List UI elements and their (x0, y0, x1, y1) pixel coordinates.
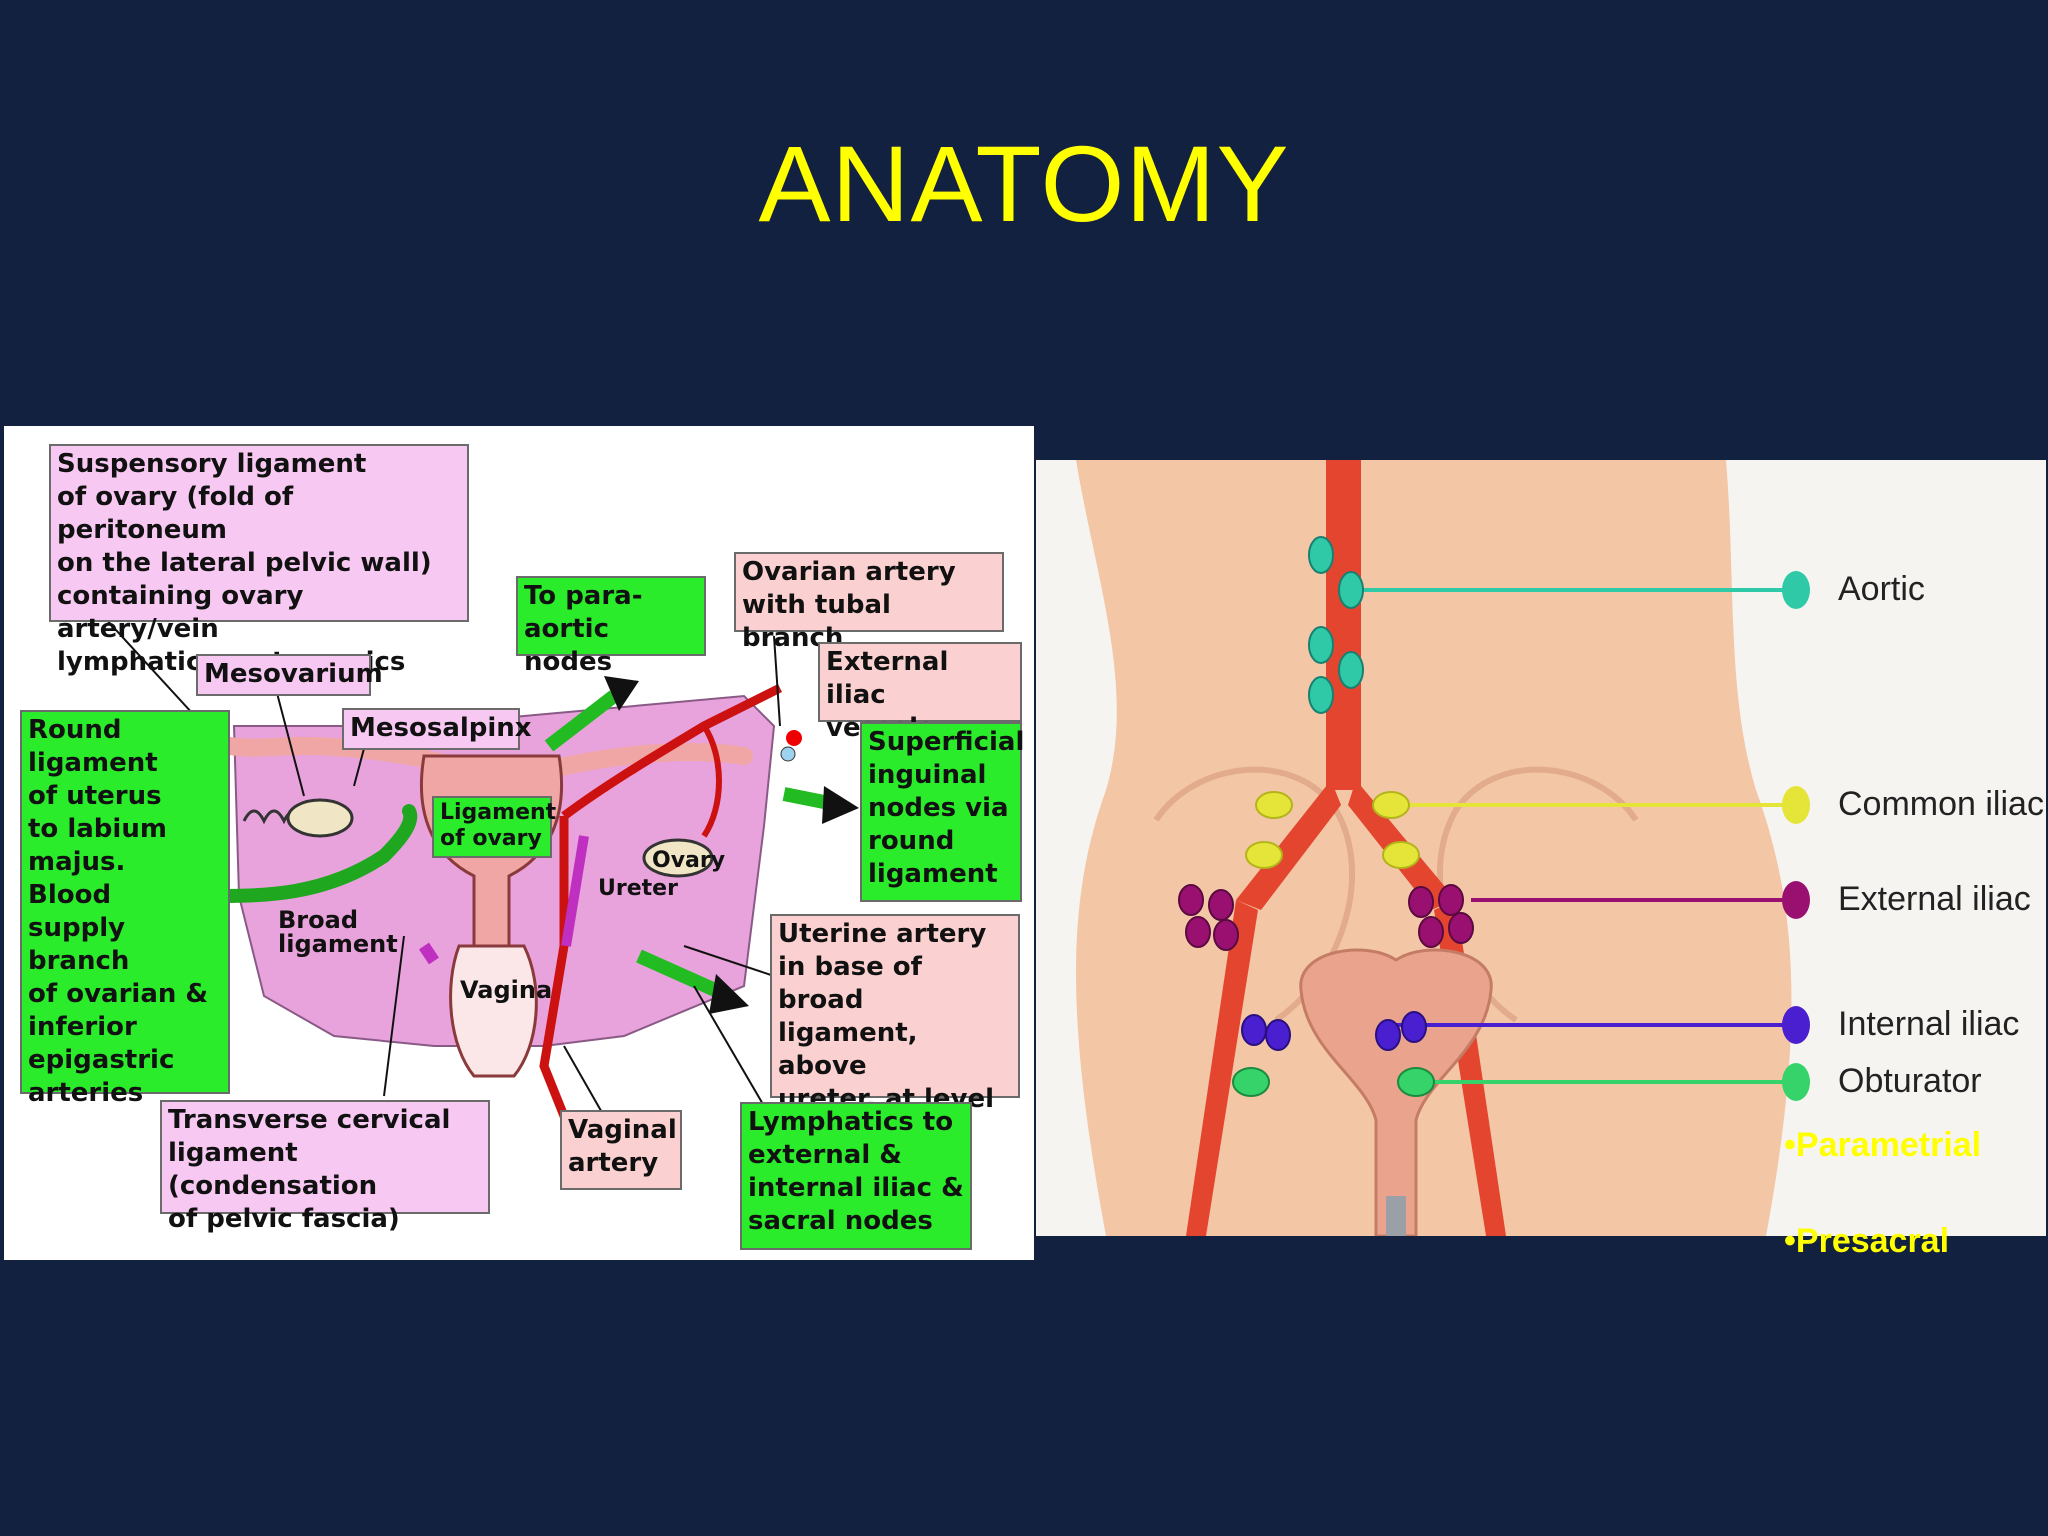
bullet-parametrial: •Parametrial (1784, 1126, 1982, 1164)
external-iliac-nodes (1178, 884, 1474, 951)
uterine-artery-vessel (539, 816, 569, 1118)
internal-iliac-node (1241, 1014, 1267, 1046)
aortic-node (1338, 571, 1364, 609)
internal-iliac-node (1375, 1019, 1401, 1051)
aortic-node (1308, 536, 1334, 574)
pointer-vaginal-artery (563, 1045, 605, 1117)
female-pelvic-anatomy-diagram: Suspensory ligament of ovary (fold of pe… (4, 426, 1034, 1260)
label-ovarian-artery: Ovarian artery with tubal branch (734, 552, 1004, 653)
torso-silhouette (1076, 460, 1792, 1236)
external-iliac-node (1178, 884, 1204, 916)
ureter-vessel (561, 835, 589, 947)
aortic-legend-node (1782, 571, 1810, 609)
uterus-illustration (1299, 948, 1493, 1236)
lymphatics-arrowhead (709, 974, 749, 1014)
external-iliac-node (1213, 919, 1239, 951)
pointer-uterine-artery (683, 945, 775, 977)
label-external-iliac-vessels: External iliac vessels (818, 642, 1022, 743)
aortic-node (1308, 676, 1334, 714)
aortic-node (1308, 626, 1334, 664)
slide-title: ANATOMY (758, 123, 1290, 244)
external-iliac-node (1208, 889, 1234, 921)
internal-iliac-node (1401, 1011, 1427, 1043)
internal-iliac-node (1265, 1019, 1291, 1051)
common-iliac-node (1255, 791, 1293, 819)
pointer-lymphatics (693, 985, 765, 1107)
para-aortic-arrowhead (604, 676, 639, 711)
left-external-iliac (1186, 900, 1258, 1236)
ureter-stub (419, 942, 439, 965)
label-broad-ligament: Broad ligament (278, 906, 398, 958)
label-transverse-cervical-ligament: Transverse cervical ligament (condensati… (160, 1100, 490, 1234)
left-common-iliac (1236, 780, 1341, 910)
aortic-nodes (1308, 536, 1364, 714)
label-ovary: Ovary (652, 848, 726, 873)
label-external-iliac: External iliac (1838, 880, 2031, 918)
common-iliac-legend-node (1782, 786, 1810, 824)
cervix (449, 944, 538, 1078)
right-ovary (642, 838, 714, 878)
pointer-transverse-cervical (383, 935, 405, 1097)
external-iliac-node (1448, 912, 1474, 944)
internal-iliac-legend-node (1782, 1006, 1810, 1044)
label-ureter: Ureter (598, 876, 678, 901)
pointer-suspensory (93, 605, 205, 727)
aorta (1326, 460, 1361, 790)
label-lymphatics: Lymphatics to external & internal iliac … (740, 1102, 972, 1250)
ovarian-artery-vessel (561, 683, 783, 820)
label-mesosalpinx: Mesosalpinx (342, 708, 532, 750)
lymphatics-arrow (636, 949, 727, 1001)
label-vaginal-artery: Vaginal artery (560, 1110, 682, 1190)
left-ovary (286, 798, 354, 838)
label-aortic: Aortic (1838, 570, 1925, 608)
common-iliac-nodes (1245, 791, 1420, 869)
inguinal-arrowhead (822, 786, 859, 824)
obturator-nodes (1232, 1067, 1435, 1097)
aortic-node (1338, 651, 1364, 689)
lymph-node-illustration (1076, 460, 1810, 1236)
label-suspensory-ligament: Suspensory ligament of ovary (fold of pe… (49, 444, 469, 677)
common-iliac-node (1245, 841, 1283, 869)
internal-iliac-nodes (1241, 1011, 1427, 1051)
common-iliac-node (1382, 841, 1420, 869)
para-aortic-arrow (544, 690, 619, 752)
common-iliac-node (1372, 791, 1410, 819)
label-ligament-of-ovary: Ligament of ovary (432, 796, 556, 858)
round-ligament (205, 804, 418, 903)
external-iliac-node (1438, 884, 1464, 916)
instrument-tip (1386, 1196, 1406, 1236)
external-iliac-node (1418, 916, 1444, 948)
obturator-node (1397, 1067, 1435, 1097)
label-obturator: Obturator (1838, 1062, 1982, 1100)
tubal-branch-vessel (701, 724, 722, 838)
label-superficial-inguinal-nodes: Superficial inguinal nodes via round lig… (860, 722, 1024, 902)
label-round-ligament: Round ligament of uterus to labium majus… (20, 710, 230, 1108)
label-vagina: Vagina (460, 976, 553, 1004)
label-para-aortic-nodes: To para- aortic nodes (516, 576, 706, 677)
label-uterine-artery: Uterine artery in base of broad ligament… (770, 914, 1020, 1147)
label-common-iliac: Common iliac (1838, 785, 2044, 823)
label-internal-iliac: Internal iliac (1838, 1005, 2020, 1043)
bullet-presacral: •Presacral (1784, 1222, 1950, 1260)
external-iliac-node (1408, 886, 1434, 918)
external-iliac-vessel-blue (780, 746, 796, 762)
pointer-ovarian-artery (773, 635, 781, 727)
pelvic-lymph-nodes-diagram: Aortic Common iliac External iliac Inter… (1036, 460, 2046, 1236)
label-mesovarium: Mesovarium (196, 654, 383, 696)
external-iliac-node (1185, 916, 1211, 948)
obturator-node (1232, 1067, 1270, 1097)
right-fallopian-tube (535, 742, 753, 780)
obturator-legend-node (1782, 1063, 1810, 1101)
external-iliac-legend-node (1782, 881, 1810, 919)
external-iliac-vessel-red (786, 730, 802, 746)
